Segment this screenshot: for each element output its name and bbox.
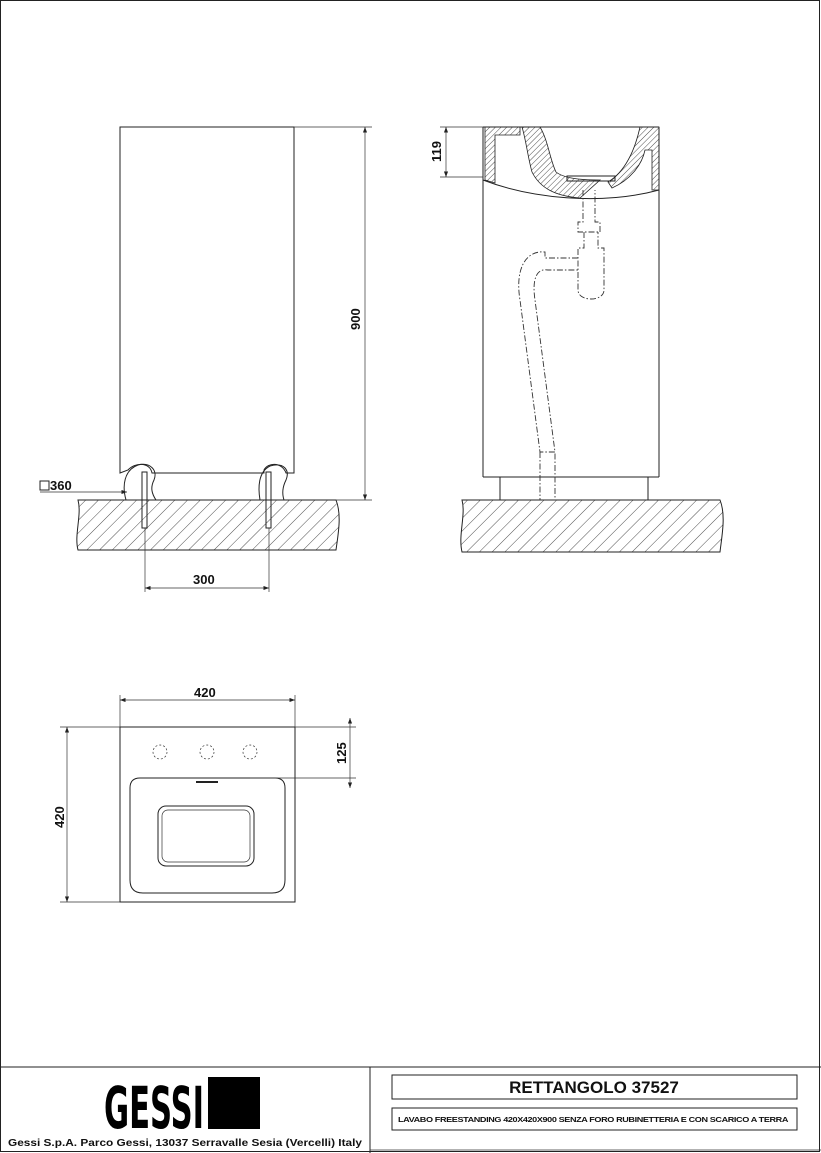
title-block: GESSI Gessi S.p.A. Parco Gessi, 13037 Se…	[0, 1066, 821, 1153]
floor-slab-left	[76, 499, 340, 551]
company-address: Gessi S.p.A. Parco Gessi, 13037 Serraval…	[8, 1137, 362, 1149]
svg-text:GESSI: GESSI	[104, 1074, 204, 1142]
product-description: LAVABO FREESTANDING 420X420X900 SENZA FO…	[398, 1115, 788, 1124]
front-view: 900 360 300	[39, 126, 372, 592]
dim-tap-offset: 125	[334, 742, 349, 764]
dim-depth: 420	[52, 806, 67, 828]
side-section-view: 119	[429, 126, 724, 553]
gessi-logo: GESSI	[104, 1074, 260, 1142]
product-title: RETTANGOLO 37527	[509, 1078, 679, 1097]
floor-slab-right	[460, 499, 724, 553]
dim-width: 420	[194, 685, 216, 700]
dim-height: 900	[348, 308, 363, 330]
dim-fixing-distance: 300	[193, 572, 215, 587]
dim-basin-depth: 119	[429, 141, 444, 162]
dim-square: 360	[50, 478, 72, 493]
top-view: 420 420 125	[52, 685, 356, 903]
